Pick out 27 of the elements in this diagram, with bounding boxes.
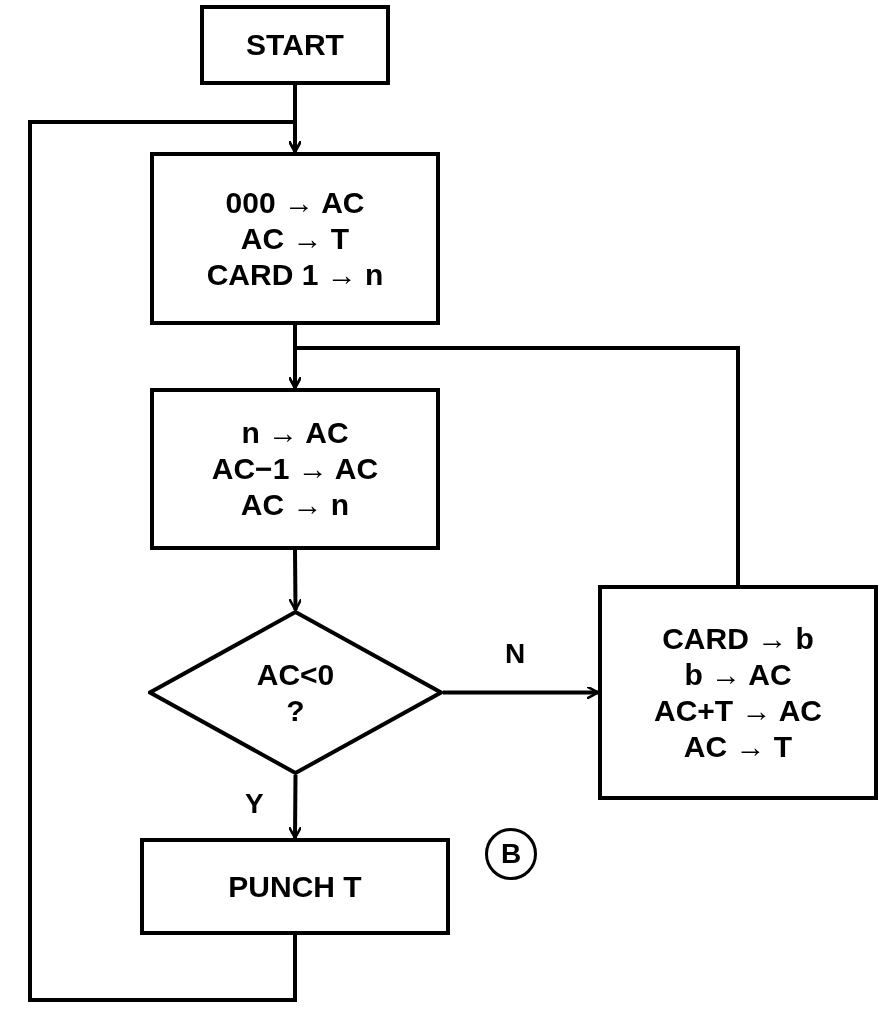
arrow <box>288 550 303 612</box>
arrow <box>443 685 600 700</box>
edge-label: Y <box>245 790 264 818</box>
statement-text: 000 → AC <box>225 184 365 221</box>
statement-text: ? <box>286 692 305 729</box>
statement-text: AC → T <box>683 728 793 765</box>
process-box <box>200 5 390 85</box>
statement-text: AC<0 <box>256 656 335 693</box>
edge-label: N <box>505 640 526 668</box>
statement-text: AC−1 → AC <box>211 451 379 487</box>
statement-text: n → AC <box>241 415 349 451</box>
arrow <box>287 346 740 585</box>
circled-letter: B <box>485 828 537 880</box>
process-box <box>150 152 440 325</box>
statement-text: CARD → b <box>662 620 814 657</box>
statement-text: AC+T → AC <box>653 692 823 729</box>
arrow <box>287 775 303 840</box>
process-box <box>598 585 878 800</box>
statement-text: CARD 1 → n <box>206 256 384 293</box>
statement-text: AC → T <box>240 220 350 257</box>
statement-text: b → AC <box>684 656 792 693</box>
process-box <box>150 388 440 550</box>
arrow <box>28 120 303 1002</box>
statement-text: AC → n <box>240 487 350 523</box>
process-box <box>140 838 450 935</box>
statement-text: PUNCH T <box>228 868 362 905</box>
statement-text: START <box>246 27 344 63</box>
